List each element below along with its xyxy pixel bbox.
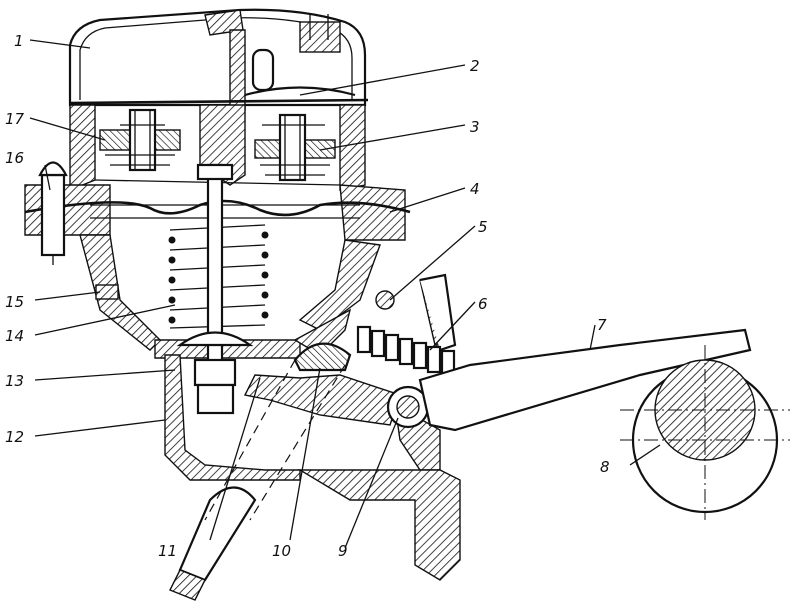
callout-12: 12 bbox=[5, 428, 24, 446]
callout-1: 1 bbox=[14, 32, 24, 50]
callout-3: 3 bbox=[470, 118, 480, 136]
callout-15: 15 bbox=[5, 293, 24, 311]
callout-5: 5 bbox=[478, 218, 488, 236]
callout-9: 9 bbox=[338, 542, 348, 560]
callout-10: 10 bbox=[272, 542, 291, 560]
callout-11: 11 bbox=[158, 542, 177, 560]
callout-13: 13 bbox=[5, 372, 24, 390]
lever-return-spring bbox=[356, 325, 456, 378]
hand-priming-lever bbox=[418, 328, 752, 432]
camshaft-eccentric bbox=[620, 345, 790, 520]
callout-14: 14 bbox=[5, 327, 24, 345]
callout-4: 4 bbox=[470, 180, 480, 198]
callout-labels: 1 2 3 4 5 6 7 8 9 10 11 12 13 14 15 16 1… bbox=[5, 32, 610, 560]
callout-2: 2 bbox=[470, 57, 480, 75]
delivery-valve bbox=[244, 86, 356, 182]
callout-16: 16 bbox=[5, 149, 24, 167]
callout-7: 7 bbox=[597, 316, 607, 334]
callout-8: 8 bbox=[600, 458, 610, 476]
leader-lines bbox=[29, 39, 661, 549]
lower-housing bbox=[79, 163, 381, 415]
diaphragm-assembly bbox=[24, 161, 411, 265]
fuel-inlet-pipe bbox=[169, 359, 346, 601]
callout-6: 6 bbox=[478, 295, 488, 313]
pump-cover bbox=[68, 8, 369, 111]
suction-valve bbox=[99, 108, 181, 172]
callout-17: 17 bbox=[5, 110, 25, 128]
